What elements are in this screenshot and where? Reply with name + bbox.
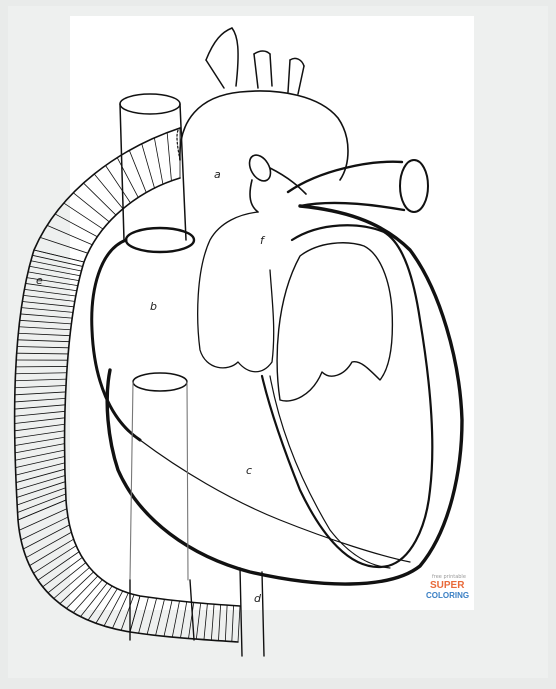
aorta-hatch-line	[154, 138, 163, 184]
watermark-logo: free printable SUPER COLORING	[426, 574, 469, 600]
aorta-hatch-line	[142, 144, 155, 188]
watermark-brand-bottom: COLORING	[426, 591, 469, 600]
aorta-hatch-line	[55, 214, 97, 237]
label-f: f	[260, 234, 266, 247]
aorta-hatch-line	[19, 327, 71, 330]
aorta-hatch-line	[15, 392, 66, 395]
aorta-hatch-line	[34, 250, 84, 262]
aorta-hatch-line	[147, 598, 156, 634]
aorta-hatch-line	[16, 373, 67, 374]
right-ventricle	[140, 376, 410, 568]
aorta-hatch-line	[31, 261, 82, 271]
aorta-hatch-line	[23, 295, 75, 301]
aorta-hatch-line	[218, 605, 220, 641]
aorta-hatch-line	[15, 385, 66, 387]
aorta-hatch-line	[15, 424, 65, 431]
aorta-hatch-line	[104, 591, 123, 626]
label-c: c	[246, 464, 252, 477]
aorta-hatch-line	[196, 603, 200, 639]
aorta-hatch-line	[16, 463, 65, 475]
aorta-hatch-line	[21, 517, 68, 540]
heart-outer-wall	[107, 206, 462, 584]
aorta-hatch-line	[43, 557, 83, 586]
aorta-hatch-line	[167, 133, 171, 181]
label-b: b	[150, 300, 157, 313]
left-ventricle	[262, 225, 432, 567]
aorta-hatch-line	[106, 166, 131, 203]
aorta-hatch-line	[172, 601, 179, 637]
aorta-hatch-line	[24, 289, 75, 296]
descending-aorta	[15, 128, 240, 642]
septum	[240, 568, 264, 656]
aorta-hatch-line	[204, 604, 207, 640]
aorta-hatch-line	[18, 340, 70, 342]
aorta-hatch-line	[22, 301, 74, 306]
aorta-hatch-line	[17, 353, 69, 354]
aorta-hatch-line	[156, 599, 165, 635]
label-a: a	[214, 168, 221, 181]
aorta-hatch-line	[17, 482, 65, 498]
aorta-hatch-line	[54, 568, 90, 599]
aorta-hatch-line	[112, 593, 128, 628]
aorta-hatch-line	[164, 600, 172, 636]
aorta-hatch-line	[15, 456, 64, 467]
superior-vena-cava	[120, 94, 186, 240]
aorta-hatch-line	[60, 572, 94, 604]
aorta-hatch-line	[15, 437, 65, 445]
aorta-hatch-line	[18, 333, 70, 335]
aorta-hatch-line	[15, 411, 65, 416]
aorta-hatch-line	[21, 308, 73, 313]
aorta-hatch-line	[32, 255, 82, 266]
aorta-hatch-line	[83, 183, 115, 215]
aorta-hatch-line	[21, 314, 73, 318]
aorta-hatch-line	[15, 405, 66, 409]
pulmonary-artery	[288, 160, 428, 212]
aorta-hatch-line	[64, 203, 103, 229]
label-e: e	[36, 274, 43, 287]
aorta-hatch-line	[15, 379, 66, 381]
aorta-hatch-line	[238, 606, 240, 642]
aorta-hatch-line	[16, 469, 65, 482]
aorta-hatch-line	[73, 193, 109, 222]
aorta-hatch-line	[94, 174, 123, 209]
aorta-hatch-line	[139, 597, 149, 633]
label-d: d	[254, 592, 262, 605]
pulmonary-trunk	[198, 151, 306, 371]
aorta-hatch-line	[48, 563, 86, 593]
aorta-hatch-line	[232, 606, 234, 642]
aorta-hatch-line	[16, 475, 65, 490]
aorta-hatch-line	[225, 605, 227, 641]
aorta-hatch-line	[15, 431, 65, 438]
aorta-hatch-line	[17, 346, 69, 347]
watermark-brand-top: SUPER	[430, 580, 465, 591]
aorta-hatch-line	[211, 604, 214, 640]
aorta-hatch-line	[66, 576, 97, 608]
aorta-hatch-line	[180, 602, 186, 638]
aorta-hatch-line	[15, 398, 66, 402]
aorta-hatch-line	[15, 418, 65, 424]
aorta-hatch-line	[20, 320, 72, 324]
aorta-hatch-line	[19, 509, 67, 530]
